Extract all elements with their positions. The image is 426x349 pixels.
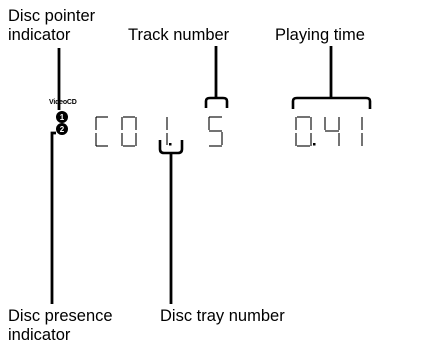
- disc-presence-label-line2: indicator: [8, 326, 71, 344]
- disc-pointer-label-line2: indicator: [8, 26, 71, 44]
- playing-time-bracket: [291, 96, 372, 109]
- disc-presence-leader: [50, 131, 56, 304]
- disc-tray-number-label: Disc tray number: [160, 307, 285, 325]
- segment-char-d: [121, 116, 137, 147]
- disc-pointer-label: Disc pointer indicator: [8, 7, 95, 45]
- segment-char-c: [95, 116, 108, 147]
- disc-2-indicator-icon: 2: [56, 123, 68, 135]
- svg-text:2: 2: [60, 125, 65, 134]
- segment-char-tray-1: [166, 117, 172, 146]
- segment-char-time-0: [295, 116, 316, 147]
- track-number-bracket: [204, 96, 229, 108]
- disc-1-indicator-icon: 1: [56, 111, 68, 123]
- segment-char-time-4: [324, 117, 340, 146]
- disc-presence-label: Disc presence indicator: [8, 307, 113, 345]
- track-number-label: Track number: [128, 26, 230, 44]
- disc-tray-number-bracket: [158, 140, 184, 155]
- segment-char-track-5: [208, 116, 223, 147]
- svg-text:1: 1: [60, 113, 65, 122]
- playing-time-label: Playing time: [275, 26, 365, 44]
- videocd-format-tag: VideoCD: [49, 99, 77, 106]
- disc-presence-label-line1: Disc presence: [8, 307, 113, 325]
- disc-pointer-label-line1: Disc pointer: [8, 7, 96, 25]
